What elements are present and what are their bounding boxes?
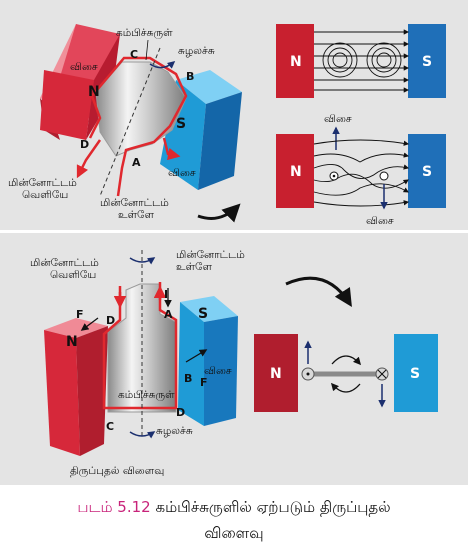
current-out-line1: மின்னோட்டம் [8, 177, 77, 189]
current-in-line2: உள்ளே [118, 209, 154, 221]
bl-south-top [180, 296, 238, 322]
field-upper-south [408, 24, 446, 98]
bl-corner-d1: D [106, 314, 115, 327]
bl-current-i: I [164, 288, 168, 301]
bl-rotation-arrow-top [129, 257, 156, 265]
field-upper-pole-s: S [422, 54, 432, 70]
field-lower-south [408, 134, 446, 208]
field-lower-pole-n: N [290, 164, 302, 180]
bl-rotation-arrow-bottom [129, 431, 156, 439]
br-pole-n: N [270, 366, 282, 382]
bl-south-side [204, 316, 238, 426]
br-south [394, 334, 438, 412]
bl-corner-d2: D [176, 406, 185, 419]
caption-text-line2: விளைவு [204, 524, 264, 542]
top-right-field-lower: N S [276, 134, 446, 208]
br-rotation-bottom [330, 382, 361, 393]
bl-force-label: விசை [204, 365, 232, 377]
bl-current-in-line1: மின்னோட்டம் [176, 249, 245, 261]
current-in-line1: மின்னோட்டம் [100, 197, 169, 209]
bl-coil-wire [102, 282, 178, 410]
coil-lead-in [162, 137, 181, 161]
bl-current-in-line2: உள்ளே [176, 261, 212, 273]
br-wire-dot-center [306, 372, 310, 376]
rotation-arrow [149, 61, 176, 69]
bl-force-f2: F [200, 376, 208, 389]
corner-a: A [132, 156, 141, 169]
bl-north-side [76, 326, 108, 456]
field-force-bottom-label: விசை [366, 215, 394, 227]
bl-corner-c: C [106, 420, 114, 433]
bl-force-arrow-left [80, 317, 99, 331]
south-magnet-top [176, 70, 242, 104]
bottom-transition-arrow [285, 276, 352, 308]
field-force-top-label: விசை [324, 113, 352, 125]
wire-dot-out-center [332, 174, 336, 178]
figure-caption: படம் 5.12 கம்பிச்சுருளில் ஏற்படும் திருப… [0, 494, 468, 546]
force-label: விசை [70, 61, 98, 73]
bl-pole-n: N [66, 334, 78, 350]
field-lower-north [276, 134, 314, 208]
coil-wire [88, 56, 188, 197]
bl-current-out-line1: மின்னோட்டம் [30, 257, 99, 269]
corner-d: D [80, 138, 89, 151]
field-upper-pole-n: N [290, 54, 302, 70]
bl-corner-a: A [164, 308, 173, 321]
bl-south-front [178, 302, 204, 426]
current-out-line2: வெளியே [22, 189, 68, 201]
top-transition-arrow [197, 203, 241, 223]
bl-torque-label: திருப்புதல் விளைவு [70, 465, 164, 477]
corner-c: C [130, 48, 138, 61]
corner-b: B [186, 70, 194, 83]
caption-figure-number: படம் 5.12 [77, 498, 151, 516]
pole-s: S [176, 116, 186, 132]
coil-label-leader [145, 39, 149, 61]
pole-n: N [88, 84, 100, 100]
coil-lead-out [76, 139, 102, 179]
bl-coil-label: கம்பிச்சுருள் [118, 389, 175, 401]
north-magnet-body [40, 70, 94, 140]
caption-text-line1: கம்பிச்சுருளில் ஏற்படும் திருப்புதல் [155, 498, 391, 516]
bl-rotation-label: சுழலச்சு [156, 425, 193, 437]
top-right-field-upper: N S [276, 24, 446, 98]
bl-force-arrow-right [185, 349, 208, 363]
br-north [254, 334, 298, 412]
br-pole-s: S [410, 366, 420, 382]
coil-label: கம்பிச்சுருள் [116, 27, 173, 39]
field-lower-lines [313, 139, 410, 207]
bl-pole-s: S [198, 306, 208, 322]
field-upper-lines [314, 29, 410, 93]
wire-cross-in [379, 171, 389, 181]
south-magnet-side [198, 92, 242, 190]
bottom-right-diagram: N S [254, 334, 438, 412]
bl-current-out-line2: வெளியே [50, 269, 96, 281]
rotation-label: சுழலச்சு [178, 45, 215, 57]
field-upper-north [276, 24, 314, 98]
field-lower-pole-s: S [422, 164, 432, 180]
bl-corner-b: B [184, 372, 192, 385]
br-rotation-top [331, 355, 362, 366]
top-left-diagram: கம்பிச்சுருள் சுழலச்சு விசை விசை A B C D… [8, 24, 242, 221]
br-cross-b [377, 369, 387, 379]
force-label-2: விசை [168, 167, 196, 179]
bl-north-front [44, 330, 80, 456]
rotation-axis [99, 47, 161, 197]
bl-force-f1: F [76, 308, 84, 321]
bottom-left-diagram: மின்னோட்டம் வெளியே மின்னோட்டம் உள்ளே I N… [30, 249, 245, 477]
